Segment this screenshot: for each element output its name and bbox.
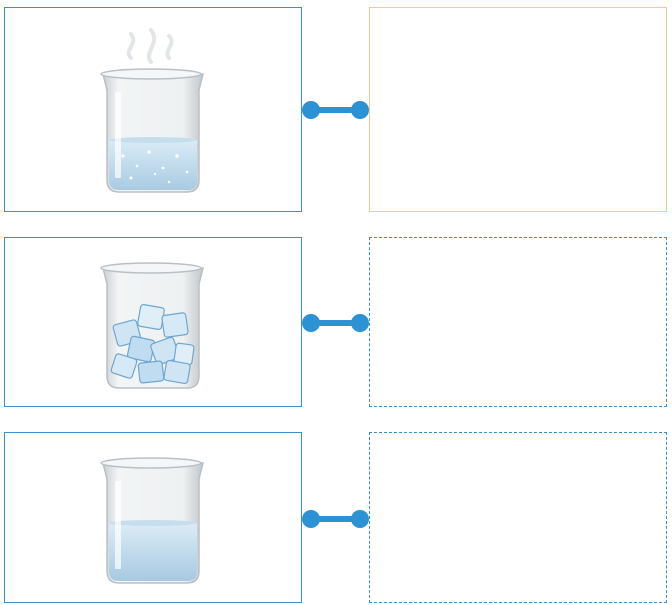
beaker-ice-cubes-icon	[100, 262, 204, 389]
connector-line	[302, 101, 369, 119]
beaker-boiling-water-icon	[100, 28, 204, 193]
connector-line	[302, 314, 369, 332]
beaker-water-icon	[100, 457, 204, 584]
drop-zone-1[interactable]	[369, 7, 667, 212]
drop-zone-2[interactable]	[369, 237, 667, 407]
source-card-water[interactable]	[4, 432, 302, 603]
drop-zone-3[interactable]	[369, 432, 667, 603]
source-card-ice-cubes[interactable]	[4, 237, 302, 407]
connector-line	[302, 510, 369, 528]
source-card-boiling-water[interactable]	[4, 7, 302, 212]
